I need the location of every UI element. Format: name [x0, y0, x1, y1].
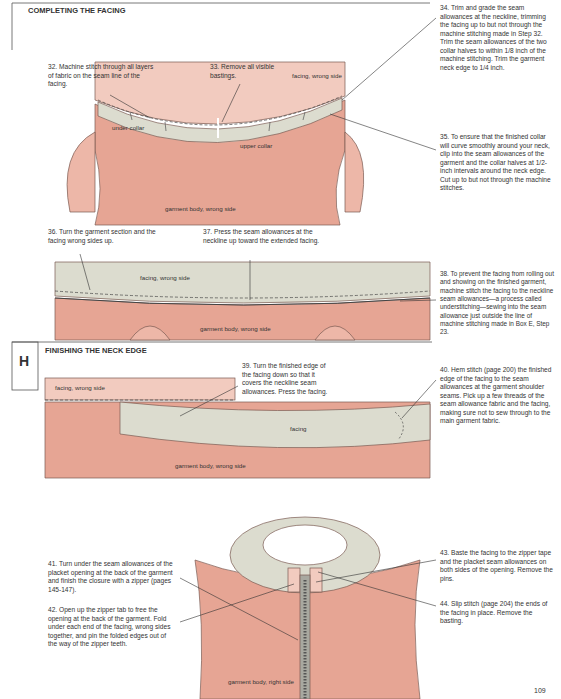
garment-fabric [45, 402, 430, 478]
step-text: 44. Slip stitch (page 204) the ends of t… [440, 600, 555, 626]
pressed-facing-illustration [55, 262, 430, 340]
stitch-line [98, 96, 342, 125]
facing-fabric [120, 402, 430, 448]
step-text: 38. To prevent the facing from rolling o… [440, 270, 555, 337]
step-text: 37. Press the seam allowances at the nec… [203, 228, 323, 245]
leader-line [250, 260, 251, 300]
collar-fabric [98, 98, 342, 143]
shoulder-seam-allowance [67, 132, 95, 212]
leader-lines [80, 18, 436, 640]
leader-line [330, 114, 436, 150]
understitch-line [55, 291, 430, 298]
part-label: facing, wrong side [140, 274, 190, 282]
seam-line [55, 298, 430, 305]
section-rules [12, 3, 432, 390]
leader-line [342, 18, 436, 100]
zipper [300, 575, 310, 699]
part-label: facing, wrong side [55, 384, 105, 392]
leader-line [180, 584, 294, 622]
section-rule [12, 3, 430, 4]
step-text: 32. Machine stitch through all layers of… [48, 63, 160, 89]
garment-fabric [55, 298, 430, 340]
leader-line [316, 560, 436, 582]
clips [130, 112, 305, 131]
part-label: upper collar [240, 142, 272, 150]
clip-mark [165, 122, 166, 131]
clip-mark [269, 122, 270, 131]
clip-mark [303, 112, 305, 120]
part-label: facing, wrong side [292, 72, 342, 80]
leader-line [180, 578, 298, 640]
step-text: 33. Remove all visible bastings. [210, 63, 288, 80]
seam-allowance-strip [45, 378, 235, 400]
zipper-teeth [304, 580, 307, 699]
leader-line [318, 572, 436, 606]
leader-line [180, 386, 238, 416]
section-heading: FINISHING THE NECK EDGE [45, 346, 147, 356]
facing-fabric [55, 262, 430, 303]
facing-end [310, 568, 322, 592]
step-text: 34. Trim and grade the seam allowances a… [440, 4, 555, 73]
leader-line [402, 380, 436, 418]
leader-line [222, 84, 240, 122]
turned-facing-illustration [45, 378, 430, 478]
step-text: 41. Turn under the seam allowances of th… [48, 560, 173, 594]
section-rule [12, 342, 432, 343]
step-text: 39. Turn the finished edge of the facing… [242, 362, 334, 396]
shoulder-seam-allowance [130, 326, 170, 340]
clip-mark [130, 112, 132, 120]
stitch-line [45, 400, 235, 401]
shoulder-seam-allowance [345, 132, 364, 212]
collar-split [217, 118, 219, 138]
part-label: garment body, right side [228, 678, 294, 686]
step-text: 42. Open up the zipper tab to free the o… [48, 606, 173, 649]
facing-end [288, 568, 300, 592]
part-label: garment body, wrong side [200, 325, 271, 333]
zipper-illustration [195, 517, 420, 699]
section-letter: H [19, 352, 29, 370]
part-label: garment body, wrong side [165, 205, 236, 213]
leader-line [400, 300, 436, 301]
garment-fabric [195, 560, 420, 699]
shoulder-seam-allowance [315, 326, 355, 340]
section-rule [12, 3, 13, 50]
hem-stitch [395, 412, 403, 440]
part-label: garment body, wrong side [175, 462, 246, 470]
part-label: facing [290, 425, 307, 433]
step-text: 40. Hem stitch (page 200) the finished e… [440, 366, 555, 426]
section-heading: COMPLETING THE FACING [28, 6, 126, 16]
page-number: 109 [534, 686, 546, 695]
leader-line [110, 95, 150, 118]
step-text: 36. Turn the garment section and the fac… [48, 228, 168, 245]
neck-opening [263, 525, 347, 565]
leader-line [80, 254, 90, 290]
part-label: under collar [112, 124, 144, 132]
neckline-illustration [67, 62, 364, 225]
step-text: 43. Baste the facing to the zipper tape … [440, 549, 555, 583]
section-letter-box [12, 342, 38, 390]
step-text: 35. To ensure that the finished collar w… [440, 133, 555, 193]
